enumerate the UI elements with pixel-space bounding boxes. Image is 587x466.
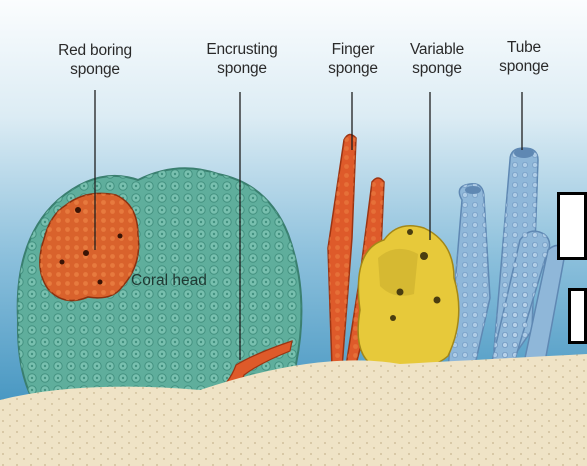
label-variable-sponge: Variable sponge (395, 40, 479, 78)
label-red-boring-sponge: Red boring sponge (43, 41, 147, 79)
label-tube-sponge: Tube sponge (491, 38, 557, 76)
label-encrusting-sponge: Encrusting sponge (192, 40, 292, 78)
label-coral-head: Coral head (131, 272, 207, 290)
blank-answer-box-1[interactable] (557, 192, 587, 260)
label-finger-sponge: Finger sponge (318, 40, 388, 78)
blank-answer-box-2[interactable] (568, 288, 587, 344)
variable-sponge (358, 226, 459, 370)
